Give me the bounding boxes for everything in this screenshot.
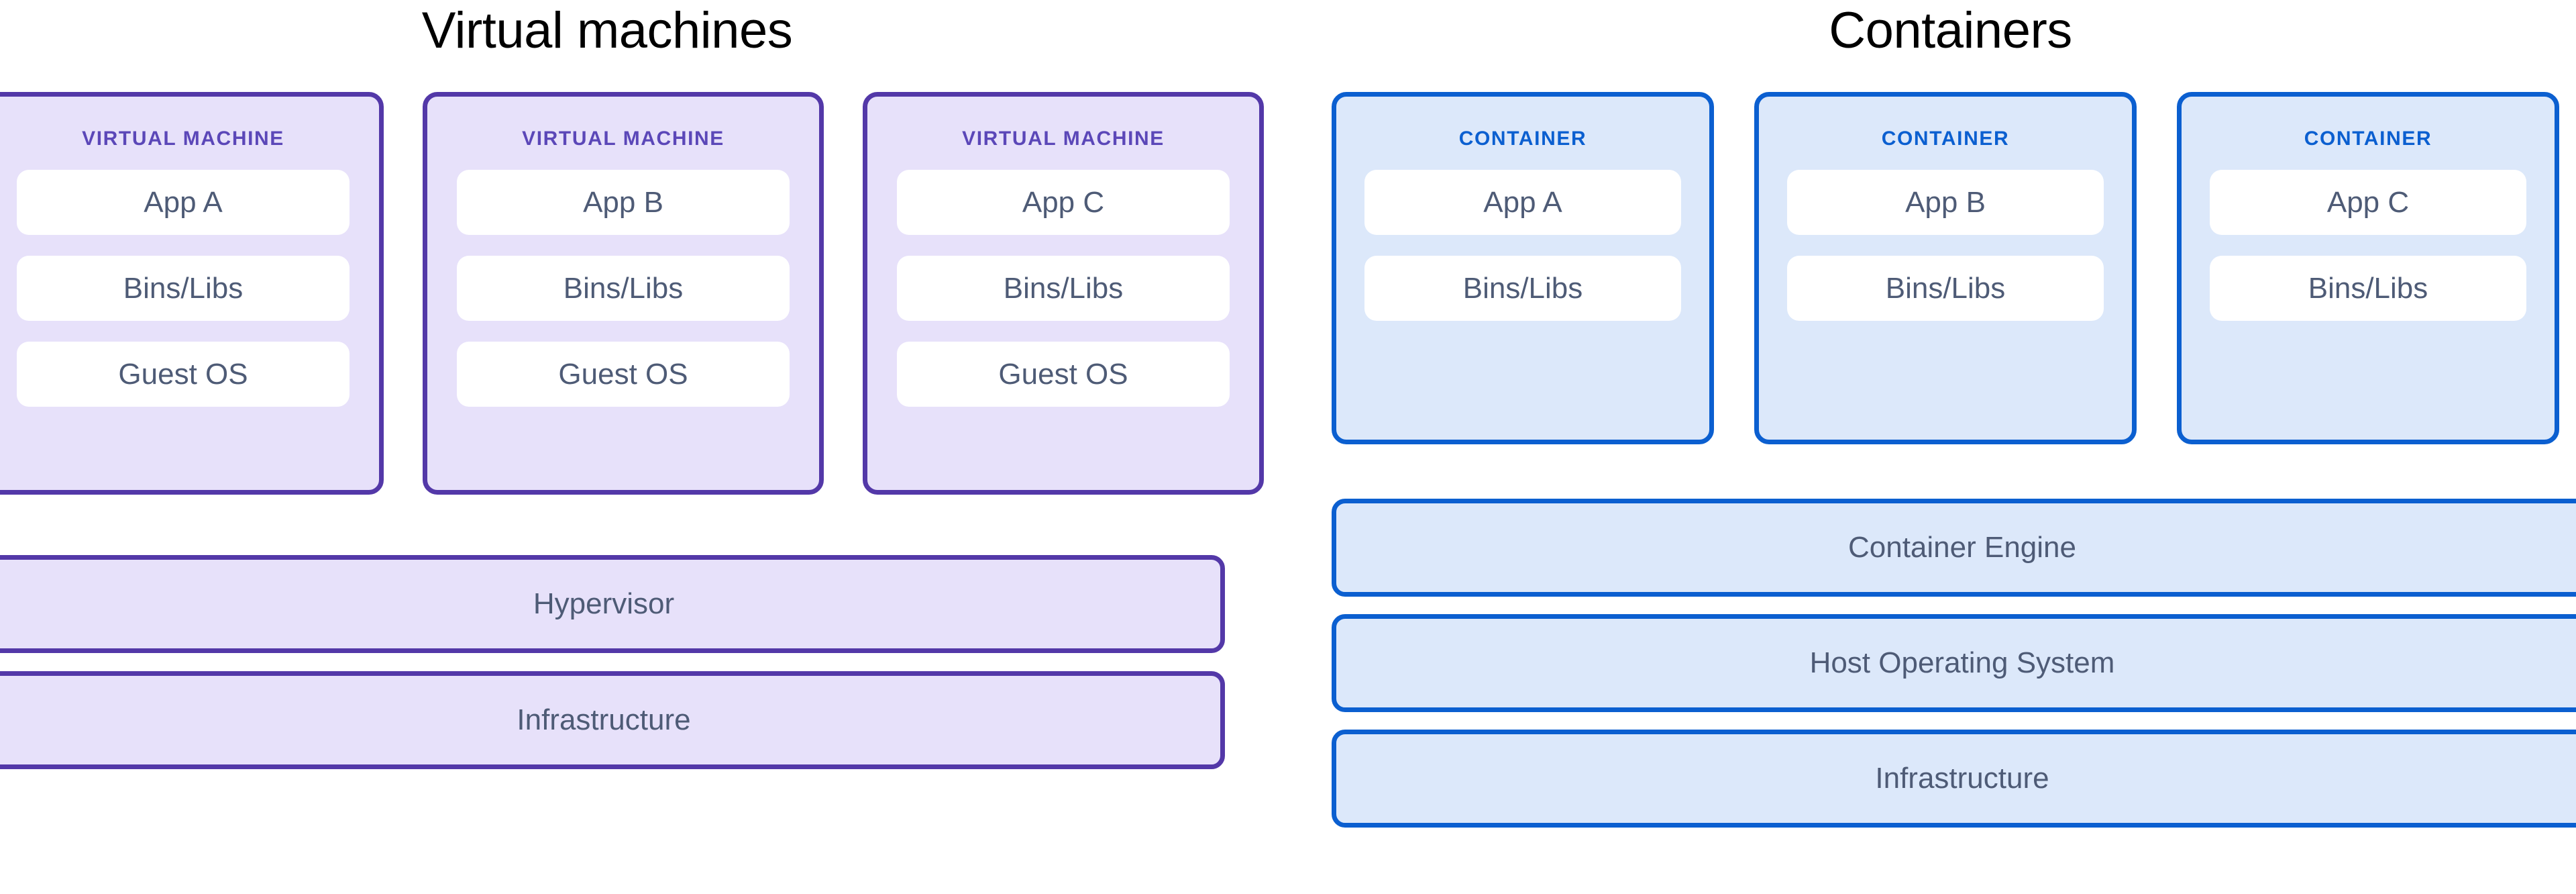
virtual-machine-label: VIRTUAL MACHINE [522, 128, 724, 150]
container-engine-layer: Container Engine [1332, 499, 2576, 597]
virtual-machine-label: VIRTUAL MACHINE [82, 128, 284, 150]
virtual-machine-label: VIRTUAL MACHINE [962, 128, 1165, 150]
container-label: CONTAINER [2304, 128, 2432, 150]
vm3-guest-os-box: Guest OS [897, 342, 1230, 407]
container2-app-box: App B [1787, 170, 2104, 235]
container1-bins-libs-box: Bins/Libs [1364, 256, 1681, 321]
page-title-containers: Containers [1829, 2, 2072, 59]
infrastructure-layer-container: Infrastructure [1332, 730, 2576, 828]
container-label: CONTAINER [1881, 128, 2010, 150]
vm1-bins-libs-box: Bins/Libs [17, 256, 350, 321]
container-card-row: CONTAINER App A Bins/Libs CONTAINER App … [1332, 92, 2576, 444]
vm3-app-box: App C [897, 170, 1230, 235]
container-card-1: CONTAINER App A Bins/Libs [1332, 92, 1714, 444]
virtual-machine-layer-stack: Hypervisor Infrastructure [0, 555, 1225, 769]
vm2-app-box: App B [457, 170, 790, 235]
vm1-app-box: App A [17, 170, 350, 235]
container-card-3: CONTAINER App C Bins/Libs [2177, 92, 2559, 444]
virtual-machine-card-2: VIRTUAL MACHINE App B Bins/Libs Guest OS [423, 92, 824, 495]
virtual-machine-card-1: VIRTUAL MACHINE App A Bins/Libs Guest OS [0, 92, 384, 495]
container2-bins-libs-box: Bins/Libs [1787, 256, 2104, 321]
container-layer-stack: Container Engine Host Operating System I… [1332, 499, 2576, 828]
infrastructure-layer-vm: Infrastructure [0, 671, 1225, 769]
vm2-guest-os-box: Guest OS [457, 342, 790, 407]
panel-containers: Containers CONTAINER App A Bins/Libs CON… [1275, 0, 2576, 894]
virtual-machine-card-3: VIRTUAL MACHINE App C Bins/Libs Guest OS [863, 92, 1264, 495]
vm3-bins-libs-box: Bins/Libs [897, 256, 1230, 321]
container3-bins-libs-box: Bins/Libs [2210, 256, 2526, 321]
host-operating-system-layer: Host Operating System [1332, 614, 2576, 712]
container3-app-box: App C [2210, 170, 2526, 235]
vm1-guest-os-box: Guest OS [17, 342, 350, 407]
container-label: CONTAINER [1458, 128, 1587, 150]
container-card-2: CONTAINER App B Bins/Libs [1754, 92, 2137, 444]
panel-virtual-machines: Virtual machines VIRTUAL MACHINE App A B… [0, 0, 1275, 894]
page-title-virtual-machines: Virtual machines [421, 2, 793, 59]
hypervisor-layer: Hypervisor [0, 555, 1225, 653]
vm2-bins-libs-box: Bins/Libs [457, 256, 790, 321]
virtual-machine-card-row: VIRTUAL MACHINE App A Bins/Libs Guest OS… [0, 92, 1275, 495]
container1-app-box: App A [1364, 170, 1681, 235]
